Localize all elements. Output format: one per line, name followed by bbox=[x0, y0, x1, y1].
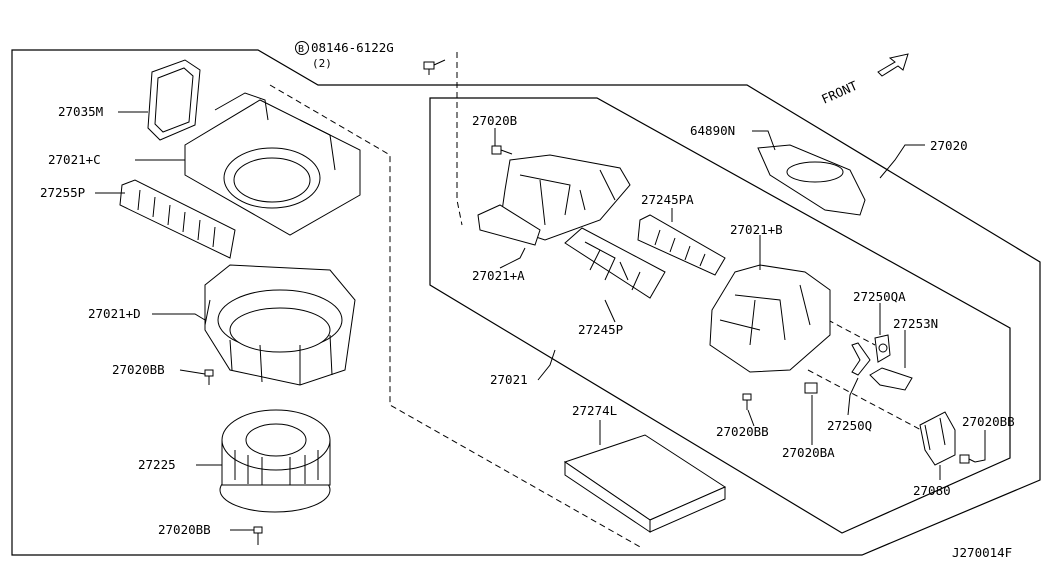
label-27020BB-b: 27020BB bbox=[158, 522, 211, 537]
screw-27020BB-c bbox=[742, 393, 752, 410]
bolt-qty: (2) bbox=[312, 57, 332, 70]
intake-case-27021A bbox=[477, 154, 631, 246]
front-arrow-icon bbox=[877, 53, 909, 77]
ref-code: J270014F bbox=[952, 545, 1012, 560]
label-27021C: 27021+C bbox=[48, 152, 101, 167]
label-27245PA: 27245PA bbox=[641, 192, 694, 207]
unit-frame bbox=[429, 97, 1011, 534]
label-27020BB-a: 27020BB bbox=[112, 362, 165, 377]
label-27020: 27020 bbox=[930, 138, 968, 153]
label-27225: 27225 bbox=[138, 457, 176, 472]
screw-left-2 bbox=[253, 526, 263, 545]
screw-left-1 bbox=[204, 369, 214, 385]
label-27250Q: 27250Q bbox=[827, 418, 872, 433]
link-27250Q bbox=[851, 342, 871, 376]
label-27021B: 27021+B bbox=[730, 222, 783, 237]
duct-64890N bbox=[757, 144, 866, 216]
label-27020B: 27020B bbox=[472, 113, 517, 128]
filter-27245PA bbox=[637, 214, 726, 276]
screw-27020BB-d bbox=[959, 454, 976, 464]
guide-dash-right bbox=[807, 319, 941, 441]
label-27020BA: 27020BA bbox=[782, 445, 835, 460]
label-27253N: 27253N bbox=[893, 316, 938, 331]
label-27035M: 27035M bbox=[58, 104, 103, 119]
lower-case-27021D bbox=[204, 264, 356, 386]
screw-bolt-top bbox=[423, 59, 446, 75]
label-27020BB-c: 27020BB bbox=[716, 424, 769, 439]
upper-case-27021C bbox=[184, 92, 361, 236]
leader-lines bbox=[95, 111, 986, 531]
bolt-symbol-circle bbox=[295, 41, 309, 55]
outer-frame bbox=[11, 49, 1041, 556]
cabin-filter-27274L bbox=[563, 434, 727, 533]
filter-27245P bbox=[564, 227, 666, 299]
direction-label: FRONT bbox=[819, 78, 860, 107]
bolt-symbol: B bbox=[298, 44, 304, 55]
label-27274L: 27274L bbox=[572, 403, 617, 418]
actuator-27250QA bbox=[874, 334, 891, 363]
screw-27020B bbox=[491, 145, 513, 155]
label-27020BB-d: 27020BB bbox=[962, 414, 1015, 429]
filter-27255P bbox=[119, 179, 236, 259]
label-27021A: 27021+A bbox=[472, 268, 525, 283]
link-27253N bbox=[869, 367, 913, 391]
label-27021D: 27021+D bbox=[88, 306, 141, 321]
label-27080: 27080 bbox=[913, 483, 951, 498]
label-27255P: 27255P bbox=[40, 185, 85, 200]
clip-27020BA bbox=[804, 382, 818, 394]
label-27021: 27021 bbox=[490, 372, 528, 387]
blower-motor-27225 bbox=[219, 409, 331, 513]
guide-dash-left bbox=[269, 84, 643, 549]
label-64890N: 64890N bbox=[690, 123, 735, 138]
heater-case-27021B bbox=[709, 264, 831, 373]
label-27245P: 27245P bbox=[578, 322, 623, 337]
seal-ring-27035M bbox=[147, 59, 201, 141]
guide-dash-bolt bbox=[456, 52, 463, 226]
bolt-part-no: 08146-6122G bbox=[311, 40, 394, 55]
label-27250QA: 27250QA bbox=[853, 289, 906, 304]
module-27080 bbox=[919, 411, 956, 466]
